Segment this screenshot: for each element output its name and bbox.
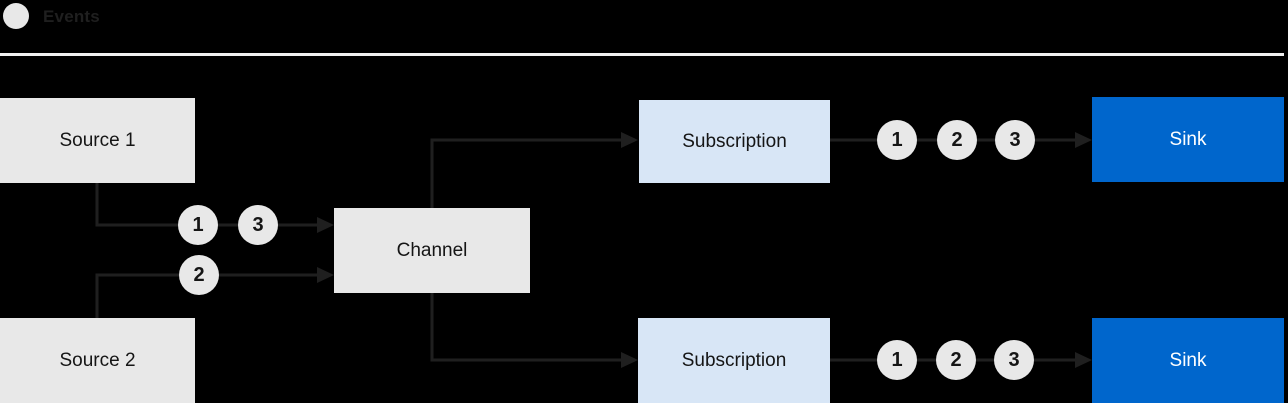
node-sink-bottom-label: Sink <box>1169 349 1207 371</box>
event-circle: 1 <box>178 205 218 245</box>
event-circle: 1 <box>877 120 917 160</box>
node-sink-bottom: Sink <box>1092 318 1284 403</box>
node-source-1-label: Source 1 <box>59 129 136 151</box>
node-subscription-top: Subscription <box>639 100 830 183</box>
legend-divider <box>0 53 1284 56</box>
node-source-1: Source 1 <box>0 98 195 183</box>
event-circle: 3 <box>238 205 278 245</box>
events-legend-label: Events <box>43 6 100 26</box>
event-circle: 2 <box>179 255 219 295</box>
node-sink-top: Sink <box>1092 97 1284 182</box>
node-source-2-label: Source 2 <box>59 349 136 371</box>
events-legend-circle-icon <box>3 3 29 29</box>
node-source-2: Source 2 <box>0 318 195 403</box>
node-channel-label: Channel <box>396 239 468 261</box>
event-circle: 3 <box>995 120 1035 160</box>
node-channel: Channel <box>334 208 530 293</box>
event-circle: 2 <box>937 120 977 160</box>
event-circle: 1 <box>877 340 917 380</box>
node-sink-top-label: Sink <box>1169 128 1207 150</box>
event-circle: 2 <box>936 340 976 380</box>
node-subscription-bottom-label: Subscription <box>681 349 787 371</box>
node-subscription-top-label: Subscription <box>682 130 787 152</box>
event-circle: 3 <box>994 340 1034 380</box>
connector-channel-to-subscription-bottom <box>430 293 638 368</box>
connector-channel-to-subscription-top <box>430 132 638 208</box>
node-subscription-bottom: Subscription <box>638 318 830 403</box>
connector-source2-to-channel <box>95 267 334 318</box>
